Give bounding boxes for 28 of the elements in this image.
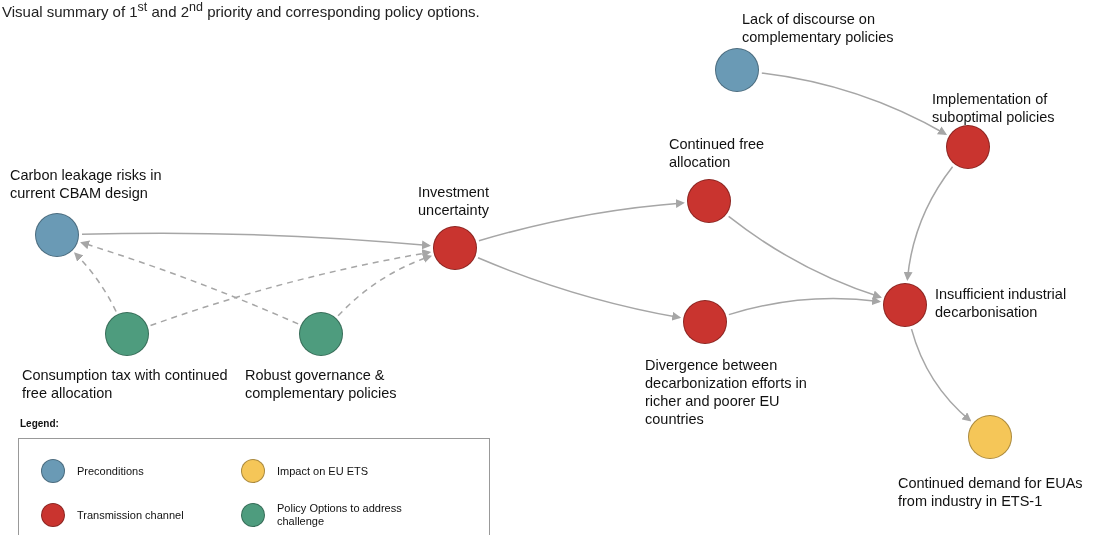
dashed-arrow: [337, 254, 433, 317]
node-label: Implementation of suboptimal policies: [932, 90, 1056, 126]
legend-title: Legend:: [20, 418, 59, 429]
arrow: [478, 199, 685, 242]
arrow: [81, 232, 431, 250]
dashed-arrow: [149, 249, 432, 327]
dashed-arrow: [80, 240, 299, 325]
arrow: [910, 328, 972, 422]
dashed-arrow: [74, 252, 117, 313]
legend-label: Preconditions: [77, 464, 144, 478]
arrow: [728, 296, 881, 316]
node-label: Divergence between decarbonization efforts in richer and poorer EU countries: [645, 356, 808, 428]
node-label: Carbon leakage risks in current CBAM design: [10, 166, 163, 202]
node-label: Insufficient industrial decarbonisation: [935, 285, 1068, 321]
arrow: [727, 215, 882, 300]
arrow: [477, 257, 682, 321]
node-label: Lack of discourse on complementary policies: [742, 10, 895, 46]
node-label: Robust governance & complementary policies: [245, 366, 398, 402]
arrow: [903, 165, 954, 281]
arrow: [761, 72, 948, 135]
diagram-title: Visual summary of 1$^{st}$ and 2$^{nd}$ priority and corresponding policy options.: [2, 0, 480, 20]
legend-label: Policy Options to address challenge: [277, 502, 403, 528]
node-label: Consumption tax with continued free allocation: [22, 366, 229, 402]
node-label: Continued free allocation: [669, 135, 766, 171]
node-label: Investment uncertainty: [418, 183, 490, 219]
node-label: Continued demand for EUAs from industry in ETS-1: [898, 474, 1084, 510]
legend-label: Impact on EU ETS: [277, 464, 369, 478]
legend-label: Transmission channel: [77, 508, 184, 522]
